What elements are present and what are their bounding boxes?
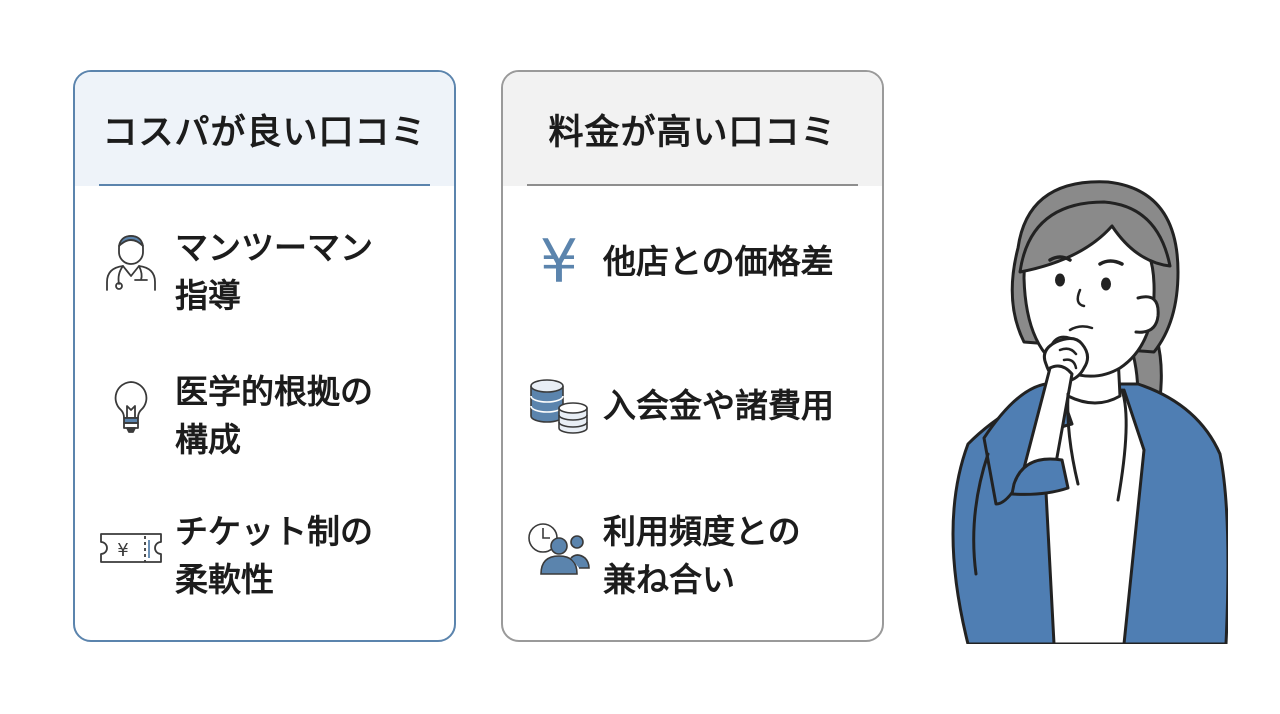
list-item-price-gap: ¥ 他店との価格差 xyxy=(503,224,882,334)
item-text: 他店との価格差 xyxy=(603,242,834,281)
header-divider xyxy=(527,184,858,186)
item-text: マンツーマン 指導 xyxy=(175,228,373,315)
lightbulb-icon xyxy=(114,381,148,433)
list-item-ticket-system: ¥ チケット制の 柔軟性 xyxy=(75,508,454,618)
list-item-one-on-one: マンツーマン 指導 xyxy=(75,222,454,332)
good-reviews-header: コスパが良い口コミ xyxy=(75,72,454,186)
list-item-fees: 入会金や諸費用 xyxy=(503,370,882,480)
header-divider xyxy=(99,184,430,186)
doctor-icon xyxy=(106,235,156,291)
high-price-reviews-title: 料金が高い口コミ xyxy=(548,112,837,153)
item-text: 入会金や諸費用 xyxy=(603,386,834,425)
list-item-usage-frequency: 利用頻度との 兼ね合い xyxy=(503,508,882,618)
list-item-evidence: 医学的根拠の 構成 xyxy=(75,368,454,478)
good-reviews-card: コスパが良い口コミ マンツーマン 指導 医学的根拠の xyxy=(73,70,456,642)
item-text: 利用頻度との 兼ね合い xyxy=(603,512,801,599)
item-text: チケット制の 柔軟性 xyxy=(175,512,373,599)
high-price-reviews-header: 料金が高い口コミ xyxy=(503,72,882,186)
coin-stack-icon xyxy=(530,379,588,434)
yen-icon: ¥ xyxy=(539,227,579,297)
good-reviews-title: コスパが良い口コミ xyxy=(102,112,427,153)
ticket-yen-label: ¥ xyxy=(117,540,128,561)
thinking-woman-illustration xyxy=(951,180,1228,644)
item-text: 医学的根拠の 構成 xyxy=(175,372,373,459)
clock-people-icon xyxy=(528,523,590,575)
high-price-reviews-card: 料金が高い口コミ ¥ 他店との価格差 入会金や諸費用 xyxy=(501,70,884,642)
ticket-icon: ¥ xyxy=(100,533,162,563)
